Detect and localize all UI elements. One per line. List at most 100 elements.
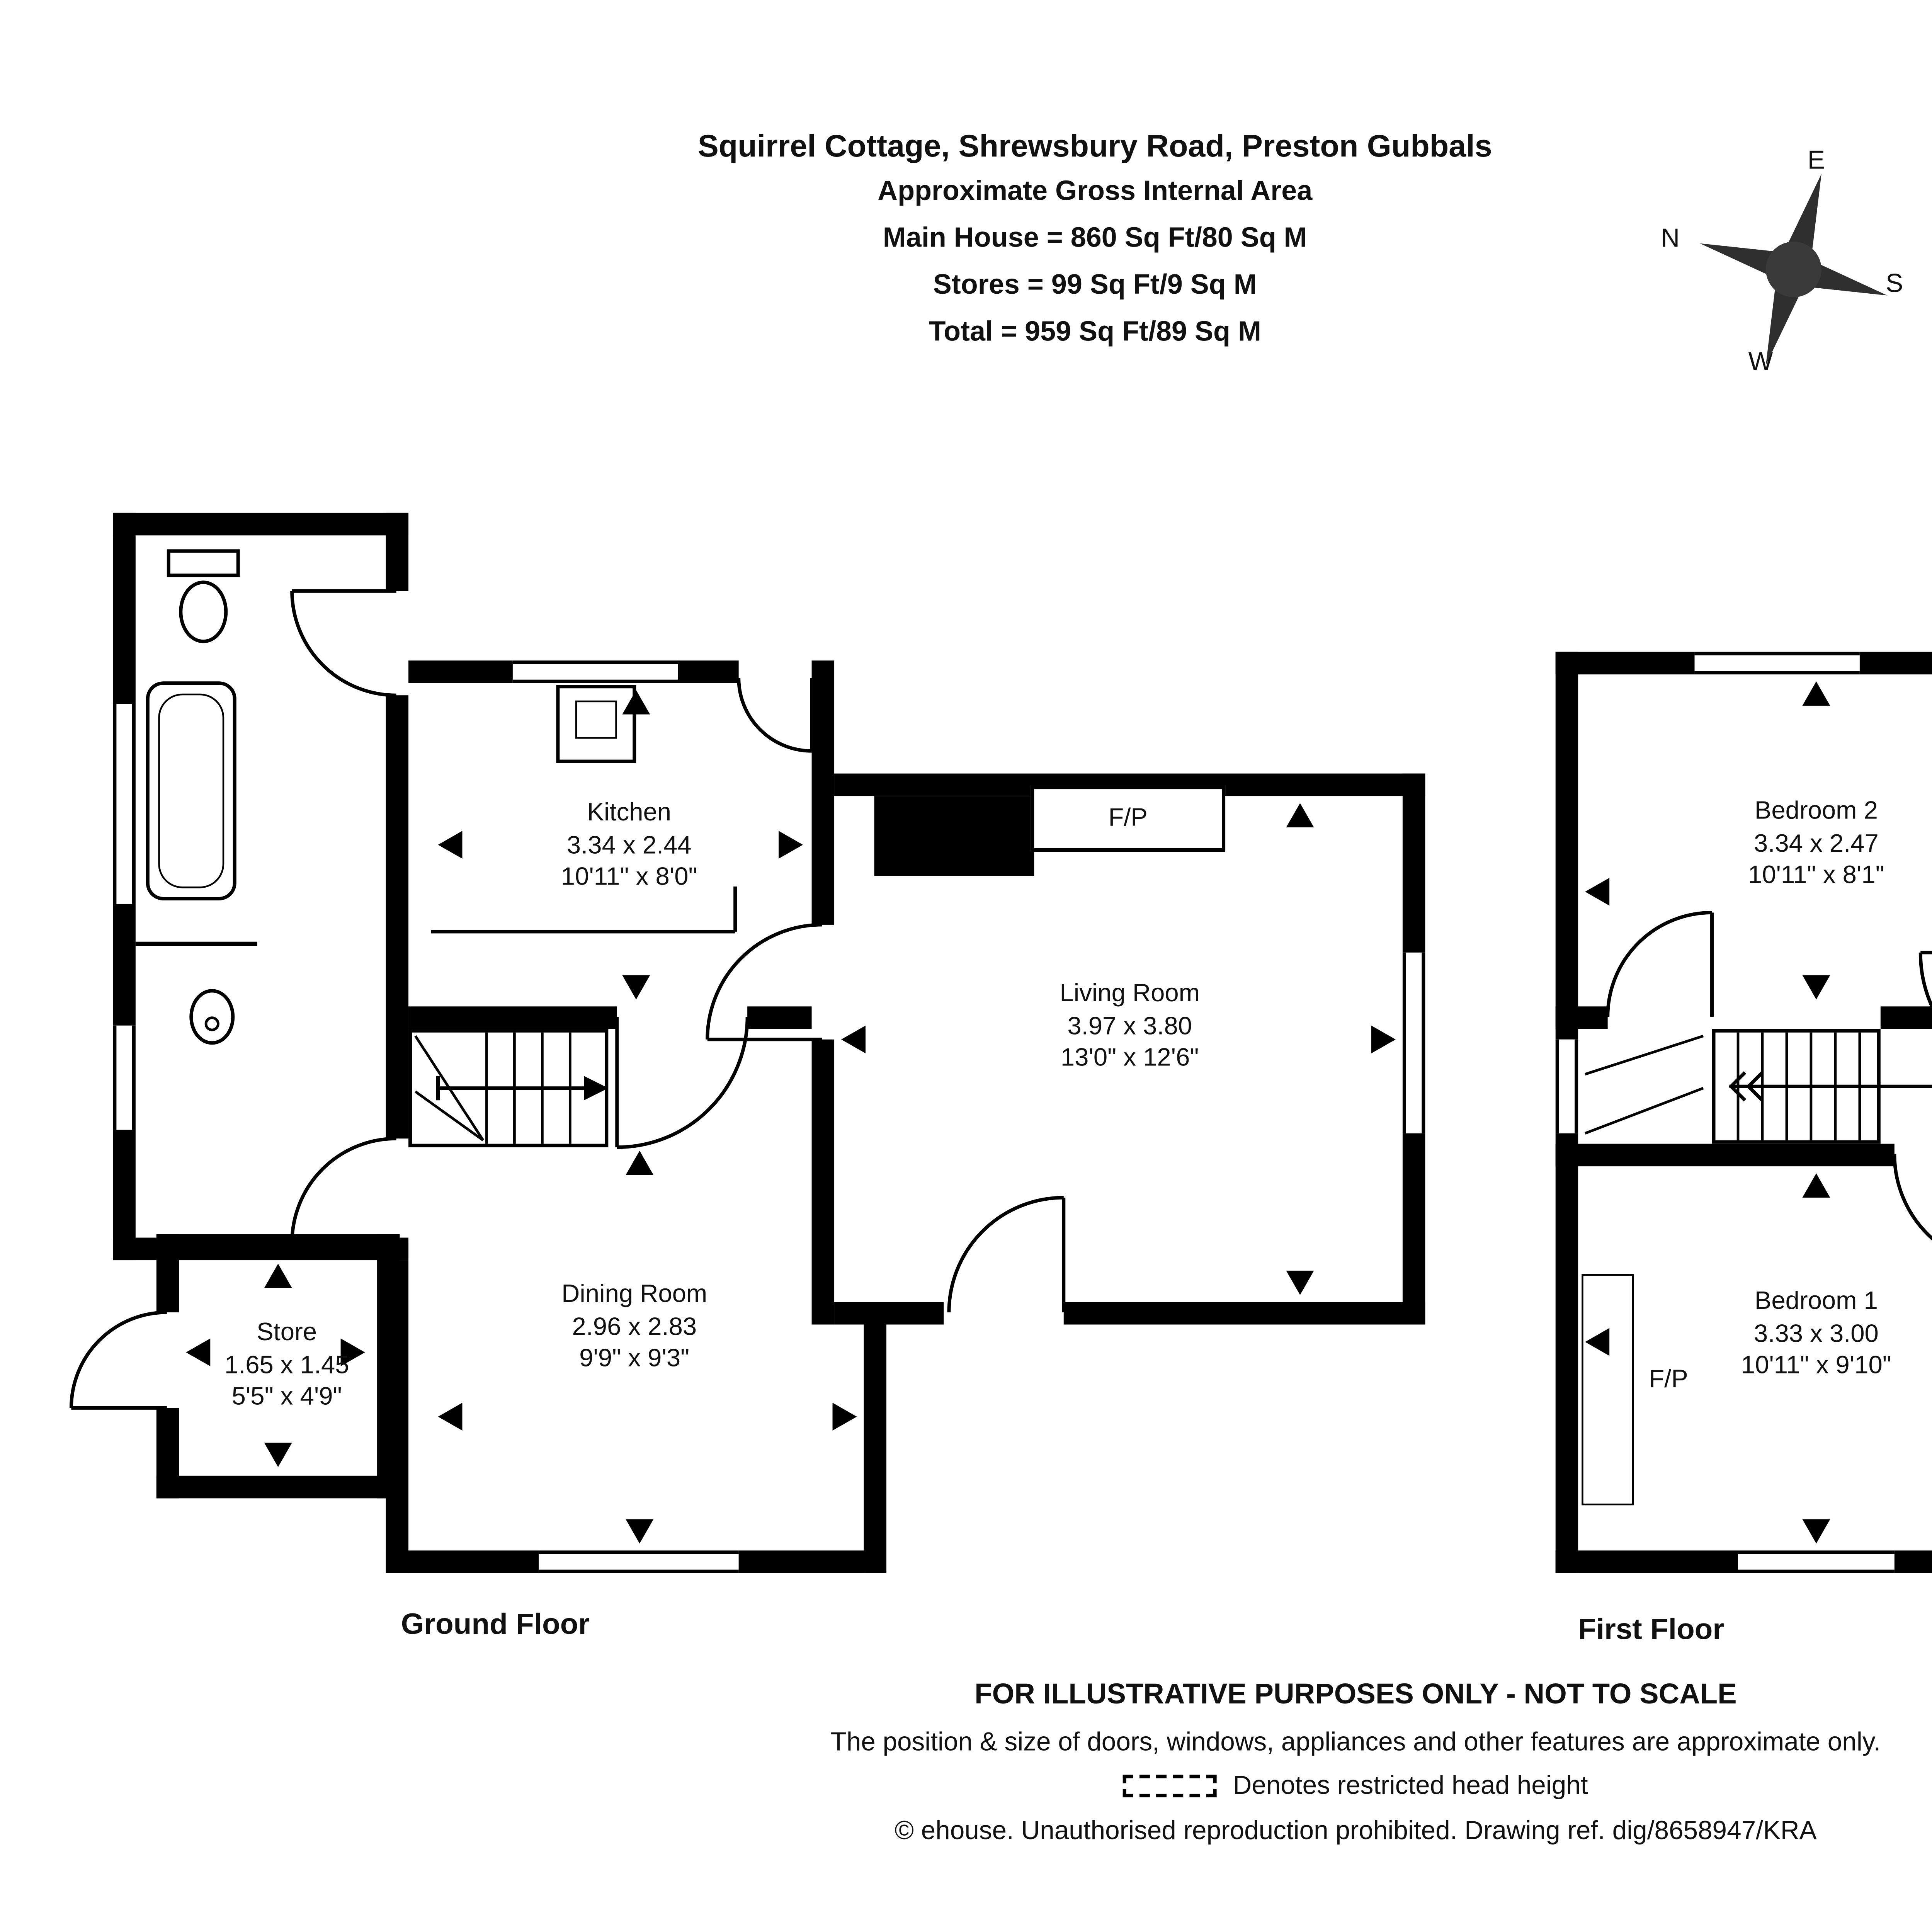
measurement-arrow: [1371, 1025, 1396, 1053]
room-dims-imperial: 5'5" x 4'9": [231, 1383, 342, 1412]
room-name: Living Room: [1060, 980, 1200, 1008]
measurement-arrow: [340, 1338, 365, 1366]
measurement-arrow: [622, 690, 650, 715]
wall-segment: [386, 695, 409, 1139]
wall-segment: [408, 660, 513, 683]
footer-disclaimer: FOR ILLUSTRATIVE PURPOSES ONLY - NOT TO …: [975, 1679, 1737, 1711]
wall-segment: [386, 512, 409, 591]
room-dims-imperial: 13'0" x 12'6": [1060, 1045, 1199, 1073]
wall-segment: [1402, 1133, 1425, 1325]
room-dims-metric: 3.34 x 2.44: [566, 832, 692, 860]
room-label-store-gf: Store 1.65 x 1.45 5'5" x 4'9": [165, 1317, 408, 1414]
door-swings: [69, 589, 1932, 1410]
wall-segment: [811, 1039, 835, 1325]
door-arc: [69, 1310, 167, 1408]
area-main-house: Main House = 860 Sq Ft/80 Sq M: [883, 224, 1307, 254]
window: [1555, 1039, 1578, 1133]
fireplace-box: [1031, 786, 1226, 852]
wall-segment: [1555, 1133, 1578, 1573]
room-label-bed1: Bedroom 1 3.33 x 3.00 10'11" x 9'10": [1643, 1286, 1932, 1383]
room-name: Store: [257, 1319, 317, 1347]
measurement-arrow: [264, 1264, 292, 1288]
wall-segment: [1555, 652, 1695, 675]
measurement-arrow: [1802, 975, 1830, 1000]
door-arc: [617, 1017, 749, 1149]
wall-segment: [113, 904, 136, 1026]
room-dims-metric: 3.34 x 2.47: [1754, 830, 1879, 858]
room-dims-metric: 3.33 x 3.00: [1754, 1320, 1879, 1348]
first-floor-label: First Floor: [1578, 1613, 1725, 1646]
wall-segment: [408, 1006, 617, 1029]
room-name: Bedroom 2: [1754, 798, 1878, 826]
room-dims-metric: 2.96 x 2.83: [572, 1313, 697, 1341]
compass-east-label: E: [1807, 146, 1825, 176]
measurement-arrow: [626, 1519, 654, 1544]
window: [539, 1550, 739, 1573]
window: [1402, 952, 1425, 1133]
compass-south-label: S: [1886, 269, 1903, 299]
fireplace-chimney-bed1: [1582, 1274, 1634, 1506]
kitchen-counter-line: [431, 886, 737, 934]
compass-rose-icon: [1700, 174, 1888, 365]
wall-segment: [156, 1475, 400, 1499]
measurement-arrow: [1286, 1271, 1314, 1295]
window: [1738, 1550, 1895, 1573]
wall-segment: [864, 1302, 886, 1573]
page-title: Squirrel Cottage, Shrewsbury Road, Prest…: [697, 128, 1492, 163]
room-dims-imperial: 10'11" x 8'1": [1748, 862, 1884, 890]
room-name: Bedroom 1: [1754, 1288, 1878, 1316]
compass-north-label: N: [1661, 224, 1680, 254]
wall-segment: [678, 660, 739, 683]
wall-segment: [811, 660, 835, 925]
room-dims-imperial: 9'9" x 9'3": [579, 1345, 690, 1373]
measurement-arrow: [264, 1443, 292, 1467]
fireplace-label-living: F/P: [1108, 805, 1148, 833]
wall-segment: [1063, 1302, 1425, 1325]
room-dims-metric: 3.97 x 3.80: [1067, 1012, 1192, 1041]
room-label-kitchen: Kitchen 3.34 x 2.44 10'11" x 8'0": [455, 798, 803, 895]
wall-segment: [747, 1006, 812, 1029]
measurement-arrow: [622, 975, 650, 1000]
room-label-bed2: Bedroom 2 3.34 x 2.47 10'11" x 8'1": [1643, 796, 1932, 893]
window: [1694, 652, 1860, 675]
room-dims-imperial: 10'11" x 9'10": [1741, 1352, 1891, 1380]
ground-floor-label: Ground Floor: [401, 1608, 590, 1641]
door-arc: [290, 1137, 396, 1243]
window: [113, 1025, 136, 1130]
footer-restricted-note: Denotes restricted head height: [0, 1771, 1932, 1801]
measurement-arrow: [1802, 1519, 1830, 1544]
door-arc: [737, 678, 812, 753]
chimney-breast: [874, 796, 1034, 876]
wall-segment: [386, 1550, 539, 1573]
measurement-arrow: [841, 1025, 866, 1053]
measurement-arrow: [1585, 878, 1610, 906]
staircase-first-treads: [1584, 1032, 1932, 1140]
footer-restricted-text: Denotes restricted head height: [1233, 1771, 1588, 1801]
wall-segment: [834, 1302, 944, 1325]
title-subline: Approximate Gross Internal Area: [878, 177, 1313, 207]
door-arc: [1606, 910, 1712, 1017]
room-name: Dining Room: [561, 1281, 707, 1309]
toilet-cistern: [167, 549, 240, 577]
wall-segment: [156, 1234, 400, 1257]
title-block: Squirrel Cottage, Shrewsbury Road, Prest…: [486, 125, 1703, 356]
measurement-arrow: [1585, 1328, 1610, 1356]
measurement-arrow: [186, 1338, 211, 1366]
bathtub-inner: [158, 693, 224, 888]
area-stores: Stores = 99 Sq Ft/9 Sq M: [933, 271, 1257, 301]
measurement-arrow: [1802, 681, 1830, 706]
measurement-arrow: [832, 1402, 857, 1431]
measurement-arrow: [438, 1402, 463, 1431]
wall-segment: [1894, 1550, 1932, 1573]
door-arc: [290, 591, 396, 697]
toilet-bowl: [179, 580, 228, 643]
footer-copyright: © ehouse. Unauthorised reproduction proh…: [895, 1816, 1817, 1846]
wall-segment: [156, 1234, 179, 1312]
measurement-arrow: [438, 831, 463, 859]
wall-segment: [1555, 1006, 1608, 1029]
wall-segment: [1859, 652, 1932, 675]
room-label-living: Living Room 3.97 x 3.80 13'0" x 12'6": [956, 978, 1304, 1075]
measurement-arrow: [626, 1150, 654, 1175]
wall-segment: [738, 1550, 886, 1573]
